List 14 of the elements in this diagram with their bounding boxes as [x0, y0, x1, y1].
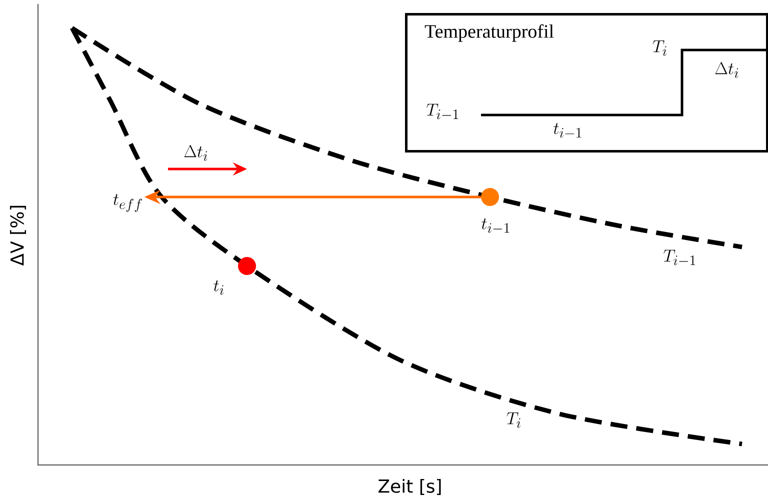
point-label: $t_{eff}$ — [113, 194, 142, 212]
point-marker — [238, 257, 256, 275]
curve-label: $T_{i-1}$ — [664, 250, 696, 266]
axis-title: ΔV [%] — [10, 206, 26, 266]
profile-label: $T_{i-1}$ — [426, 104, 458, 120]
point-label: $t_{i-1}$ — [482, 218, 510, 233]
profile-label: $T_i$ — [652, 40, 666, 56]
profile-label: $\Delta t_i$ — [715, 62, 738, 78]
point-label: $t_i$ — [214, 280, 224, 295]
arrow-label: $\Delta t_i$ — [184, 144, 208, 161]
curve-label: $T_i$ — [506, 412, 520, 428]
profile-label: $t_{i-1}$ — [554, 123, 582, 138]
axis-title: Zeit [s] — [378, 478, 441, 496]
point-marker — [481, 188, 499, 206]
